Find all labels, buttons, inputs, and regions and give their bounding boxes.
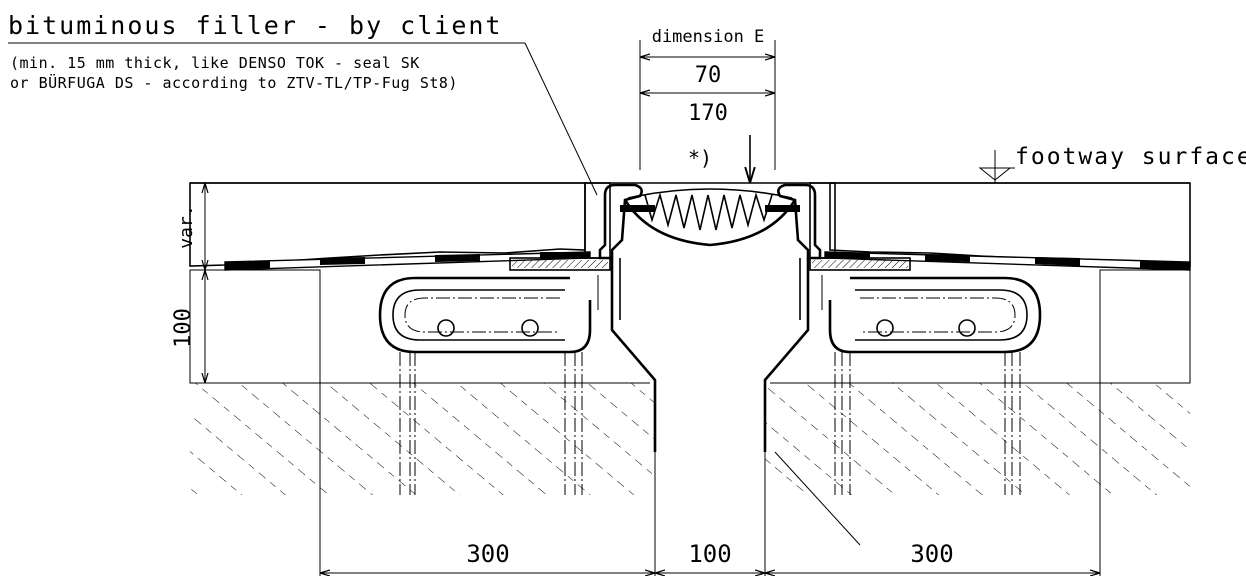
edge-profile-left [598,183,657,452]
anchor-loop-right [821,275,1042,495]
edge-profile-right [763,183,822,452]
footway-surface-annotation: footway surface [978,144,1246,183]
vertical-dimensions: var. 100 [171,183,225,383]
center-width-label: 100 [688,540,731,568]
right-width-label: 300 [910,540,953,568]
anchor-loop-left [378,275,599,495]
filler-title: bituminous filler - by client [8,11,503,40]
sealing-strip-right [824,251,1191,271]
bituminous-filler-left [584,182,611,259]
filler-annotation: bituminous filler - by client (min. 15 m… [8,11,598,196]
anchor-depth-label: 100 [171,308,196,348]
filler-note-line2: or BÜRFUGA DS - according to ZTV-TL/TP-F… [10,73,458,92]
footway-surface-label: footway surface [1015,144,1246,170]
dimension-e-group: dimension E 70 170 *) [639,27,776,183]
filler-note-line1: (min. 15 mm thick, like DENSO TOK - seal… [10,54,420,72]
left-width-label: 300 [466,540,509,568]
base-plate-left [509,257,611,271]
base-right [765,269,1191,495]
gap-max-value: 170 [688,101,728,126]
sealing-strip-left [224,251,591,271]
gap-min-value: 70 [695,63,722,88]
asterisk-note: *) [688,146,712,170]
base-plate-right [809,257,911,271]
bituminous-filler-right [809,182,836,259]
bottom-dimensions: 300 100 300 [320,451,1100,576]
dimension-e-label: dimension E [652,27,765,47]
top-depth-label: var. [176,205,197,248]
rubber-seal-profile [620,188,800,247]
base-left [189,269,655,495]
